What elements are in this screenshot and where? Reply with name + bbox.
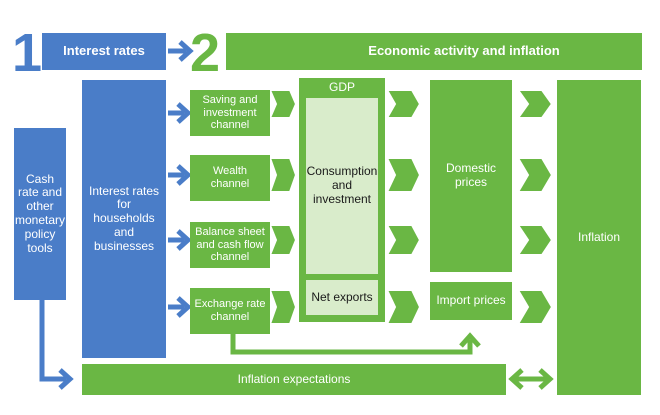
channel-saving-investment: Saving and investment channel <box>190 90 270 136</box>
domestic-prices-box: Domestic prices <box>430 80 512 272</box>
household-rates-box: Interest rates for households and busine… <box>82 80 166 358</box>
step-number-2: 2 <box>190 23 221 83</box>
step-number-1: 1 <box>12 23 43 83</box>
inflation-box: Inflation <box>557 80 641 395</box>
channel-balance-sheet: Balance sheet and cash flow channel <box>190 222 270 268</box>
rates-to-channel-arrows <box>168 102 192 318</box>
cash-to-expectations-arrow <box>39 300 74 390</box>
channel-exchange-rate: Exchange rate channel <box>190 288 270 334</box>
channel-wealth: Wealth channel <box>190 155 270 201</box>
cash-rate-box: Cash rate and other monetary policy tool… <box>14 128 66 300</box>
exchange-to-import-arrow <box>230 330 481 355</box>
expectations-inflation-double-arrow <box>508 368 554 390</box>
interest-rates-bar: Interest rates <box>42 33 166 70</box>
net-exports-box: Net exports <box>306 280 378 315</box>
import-prices-box: Import prices <box>430 282 512 320</box>
step1-to-step2-arrow <box>168 40 194 62</box>
chevron-arrows <box>268 89 554 325</box>
inflation-expectations-bar: Inflation expectations <box>82 364 506 395</box>
consumption-investment-box: Consumption and investment <box>306 98 378 274</box>
gdp-title: GDP <box>328 80 355 94</box>
economic-activity-bar: Economic activity and inflation <box>226 33 642 70</box>
